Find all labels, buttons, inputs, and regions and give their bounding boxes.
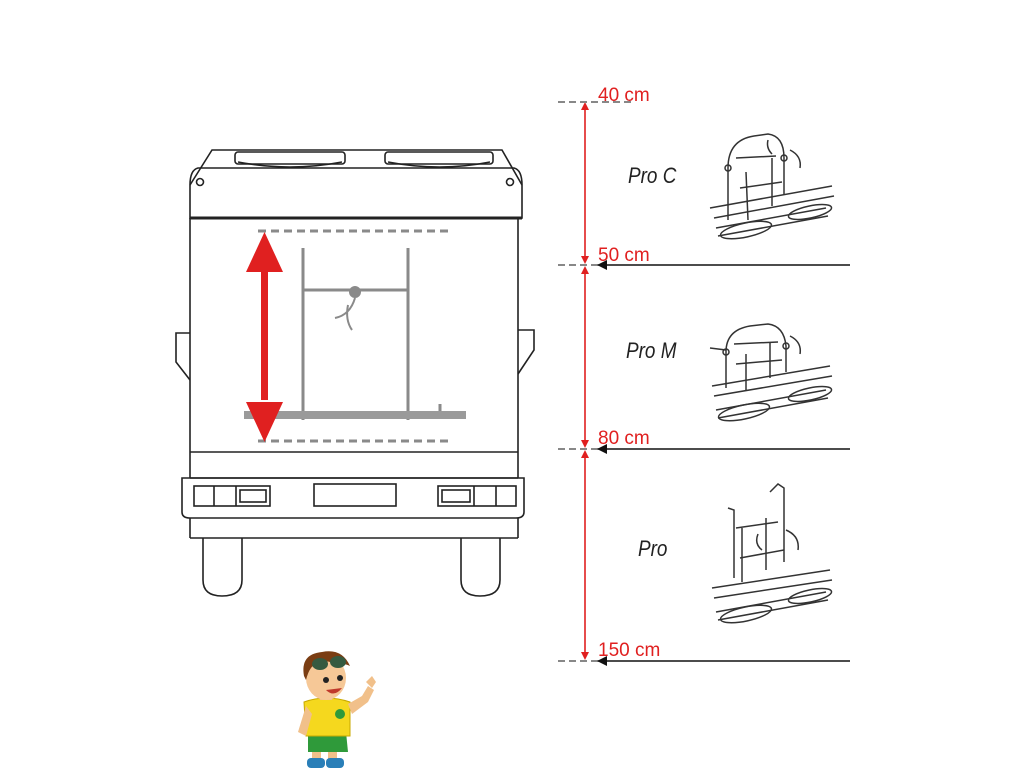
bike-carrier-icon xyxy=(711,483,833,624)
model-label-pro-c: Pro C xyxy=(628,163,677,188)
measure-label-80: 80 cm xyxy=(598,428,650,449)
model-label-pro: Pro xyxy=(638,536,668,561)
height-scale xyxy=(558,101,850,666)
measure-label-150: 150 cm xyxy=(598,640,661,661)
double-arrow-icon xyxy=(246,232,283,442)
model-label-pro-m: Pro M xyxy=(626,338,677,363)
mascot-boy-icon xyxy=(298,651,376,768)
wall-rack-outline xyxy=(244,229,466,443)
motorhome-rear-icon xyxy=(175,149,535,597)
bike-carrier-icon xyxy=(709,323,833,422)
measure-label-40: 40 cm xyxy=(598,85,650,106)
measure-label-50: 50 cm xyxy=(598,245,650,266)
bike-carrier-icon xyxy=(709,133,835,240)
